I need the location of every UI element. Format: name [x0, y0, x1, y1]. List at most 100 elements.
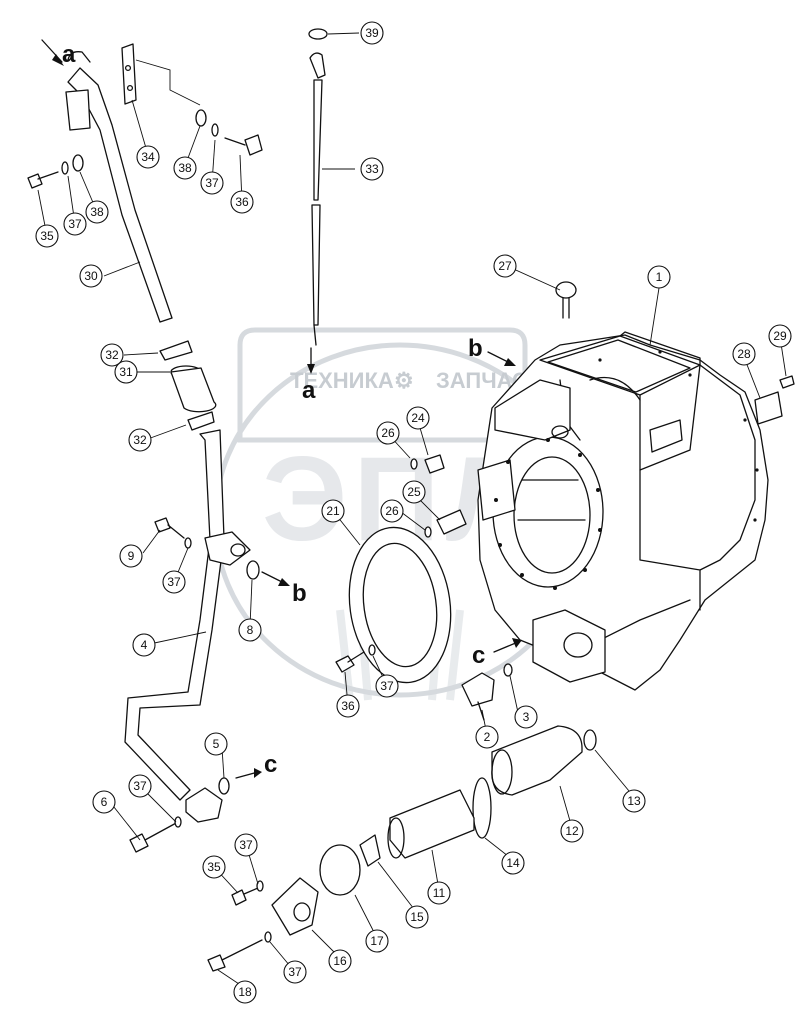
bolt-36-mid	[335, 651, 365, 673]
svg-text:37: 37	[288, 965, 302, 979]
svg-text:26: 26	[381, 426, 395, 440]
callout-9: 9	[119, 544, 143, 568]
svg-text:21: 21	[326, 504, 340, 518]
filter-head-12	[491, 725, 583, 796]
callout-32-top: 32	[100, 343, 124, 367]
callout-37-e: 37	[128, 774, 152, 798]
callout-26-bottom: 26	[380, 499, 404, 523]
bolt-6	[129, 821, 179, 853]
svg-text:11: 11	[433, 886, 446, 900]
hose-31	[170, 365, 217, 413]
svg-text:16: 16	[333, 954, 347, 968]
pointer-a-mid: a	[302, 347, 316, 404]
callout-13: 13	[622, 789, 646, 813]
svg-text:35: 35	[207, 860, 221, 874]
svg-text:24: 24	[411, 411, 425, 425]
pipe-30	[65, 51, 173, 323]
svg-text:37: 37	[68, 217, 82, 231]
pointer-label: a	[302, 377, 316, 404]
callout-35-top: 35	[35, 224, 59, 248]
svg-text:14: 14	[506, 856, 520, 870]
callout-16: 16	[328, 949, 352, 973]
o-ring-26-top	[410, 458, 418, 470]
callout-6: 6	[92, 790, 116, 814]
pointer-c-right: c	[472, 638, 522, 669]
pointer-a-top: a	[41, 39, 76, 68]
dipstick-33	[309, 52, 326, 346]
callout-11: 11	[427, 881, 451, 905]
o-ring-8	[246, 560, 260, 580]
callout-3: 3	[514, 705, 538, 729]
svg-text:25: 25	[407, 485, 421, 499]
pointer-label: b	[292, 580, 307, 607]
svg-text:37: 37	[167, 575, 181, 589]
pointer-c-left: c	[235, 751, 277, 779]
screw-29	[779, 375, 795, 389]
pointer-b-mid: b	[261, 571, 307, 607]
svg-text:29: 29	[773, 329, 787, 343]
svg-text:37: 37	[133, 779, 147, 793]
plug-25	[436, 509, 467, 535]
callout-4: 4	[132, 633, 156, 657]
svg-text:8: 8	[247, 623, 254, 637]
callout-15: 15	[405, 905, 429, 929]
svg-text:36: 36	[235, 195, 249, 209]
clamp-32-bottom	[187, 411, 215, 431]
o-ring-5	[218, 777, 230, 795]
svg-text:9: 9	[128, 549, 135, 563]
svg-text:13: 13	[627, 794, 641, 808]
svg-text:27: 27	[498, 259, 512, 273]
cover-plate-28	[754, 391, 783, 425]
o-ring-39	[308, 28, 328, 40]
svg-text:4: 4	[141, 638, 148, 652]
callout-39: 39	[360, 21, 384, 45]
clamp-32-top	[159, 340, 193, 361]
svg-text:17: 17	[370, 934, 384, 948]
callout-1: 1	[647, 265, 671, 289]
filter-element-11	[387, 789, 475, 859]
svg-text:6: 6	[101, 795, 108, 809]
watermark-brand-left: ТЕХНИКА	[290, 368, 394, 393]
callout-25: 25	[402, 480, 426, 504]
callout-27: 27	[493, 254, 517, 278]
o-ring-14	[472, 777, 492, 839]
callouts: 1 2 3 4 5 6 8 9 11 12 13 14 15 16 17 18 …	[35, 21, 792, 1004]
o-ring-3	[503, 663, 513, 677]
bolt-36-top	[224, 134, 263, 156]
svg-text:39: 39	[365, 26, 379, 40]
callout-8: 8	[238, 618, 262, 642]
washers	[61, 109, 376, 943]
o-ring-26-bottom	[424, 526, 432, 538]
svg-text:37: 37	[239, 838, 253, 852]
o-ring-13	[583, 729, 597, 751]
spring-15	[359, 834, 381, 867]
callout-33: 33	[360, 157, 384, 181]
callout-32-bottom: 32	[128, 428, 152, 452]
pointer-label: a	[62, 41, 76, 68]
bolt-35-bottom	[231, 887, 259, 906]
callout-35-bottom: 35	[202, 855, 226, 879]
callout-37-d: 37	[375, 674, 399, 698]
callout-14: 14	[501, 851, 525, 875]
callout-28: 28	[732, 342, 756, 366]
plug-2	[461, 672, 495, 721]
pipe-4	[124, 429, 251, 823]
svg-text:15: 15	[410, 910, 424, 924]
svg-text:36: 36	[341, 699, 355, 713]
callout-37-a: 37	[63, 212, 87, 236]
o-ring-17	[319, 844, 361, 896]
svg-text:37: 37	[205, 176, 219, 190]
callout-36-top: 36	[230, 190, 254, 214]
callout-30: 30	[79, 264, 103, 288]
pointer-label: c	[264, 751, 277, 778]
callout-36-mid: 36	[336, 694, 360, 718]
svg-text:32: 32	[133, 433, 147, 447]
svg-text:35: 35	[40, 229, 54, 243]
watermark-gear-icon: ⚙	[394, 368, 414, 393]
pointer-b-top: b	[468, 335, 516, 366]
svg-text:1: 1	[656, 270, 663, 284]
callout-29: 29	[768, 324, 792, 348]
bracket-34	[121, 43, 201, 106]
callout-24: 24	[406, 406, 430, 430]
